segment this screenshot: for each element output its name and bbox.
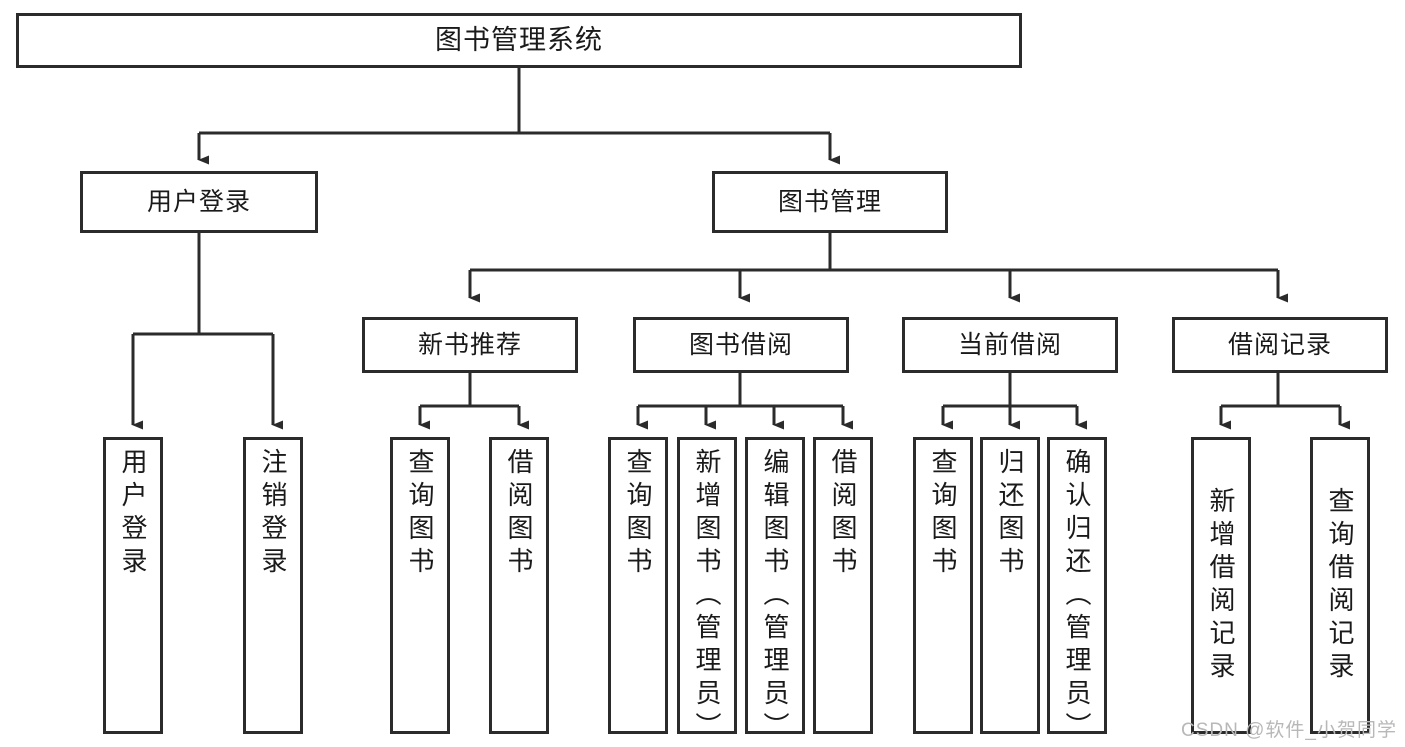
leaf-label: 借阅图书 bbox=[504, 448, 534, 580]
leaf-label: 查询图书 bbox=[405, 448, 435, 580]
leaf-borrow-add-book-admin[interactable]: 新增图书（管理员） bbox=[677, 437, 737, 745]
leaf-borrow-edit-book-admin[interactable]: 编辑图书（管理员） bbox=[745, 437, 805, 745]
node-current-borrow[interactable]: 当前借阅 bbox=[902, 317, 1118, 373]
leaf-borrow-query-book[interactable]: 查询图书 bbox=[608, 437, 668, 734]
node-new-book-recommend[interactable]: 新书推荐 bbox=[362, 317, 578, 373]
node-root-system[interactable]: 图书管理系统 bbox=[16, 13, 1022, 68]
csdn-watermark: CSDN @软件_小贺同学 bbox=[1181, 720, 1397, 741]
leaf-user-login-logout[interactable]: 注销登录 bbox=[243, 437, 303, 734]
leaf-label: 查询借阅记录 bbox=[1325, 486, 1355, 685]
leaf-label: 注销登录 bbox=[258, 448, 288, 580]
leaf-label: 归还图书 bbox=[995, 448, 1025, 580]
leaf-new-book-borrow[interactable]: 借阅图书 bbox=[489, 437, 549, 734]
node-book-management[interactable]: 图书管理 bbox=[712, 171, 948, 233]
leaf-label: 查询图书 bbox=[928, 448, 958, 580]
leaf-current-query-book[interactable]: 查询图书 bbox=[913, 437, 973, 734]
leaf-label: 用户登录 bbox=[118, 448, 148, 580]
node-user-login[interactable]: 用户登录 bbox=[80, 171, 318, 233]
leaf-record-add-record[interactable]: 新增借阅记录 bbox=[1191, 437, 1251, 734]
leaf-label: 查询图书 bbox=[623, 448, 653, 580]
leaf-label: 编辑图书（管理员） bbox=[760, 448, 790, 745]
leaf-label: 新增借阅记录 bbox=[1206, 486, 1236, 685]
leaf-label: 借阅图书 bbox=[828, 448, 858, 580]
leaf-label: 新增图书（管理员） bbox=[692, 448, 722, 745]
leaf-new-book-query[interactable]: 查询图书 bbox=[390, 437, 450, 734]
node-borrow-record[interactable]: 借阅记录 bbox=[1172, 317, 1388, 373]
leaf-current-return-book[interactable]: 归还图书 bbox=[980, 437, 1040, 734]
leaf-label: 确认归还（管理员） bbox=[1062, 448, 1092, 745]
leaf-record-query-record[interactable]: 查询借阅记录 bbox=[1310, 437, 1370, 734]
leaf-current-confirm-return-admin[interactable]: 确认归还（管理员） bbox=[1047, 437, 1107, 745]
leaf-user-login-login[interactable]: 用户登录 bbox=[103, 437, 163, 734]
node-book-borrow[interactable]: 图书借阅 bbox=[633, 317, 849, 373]
leaf-borrow-borrow-book[interactable]: 借阅图书 bbox=[813, 437, 873, 734]
